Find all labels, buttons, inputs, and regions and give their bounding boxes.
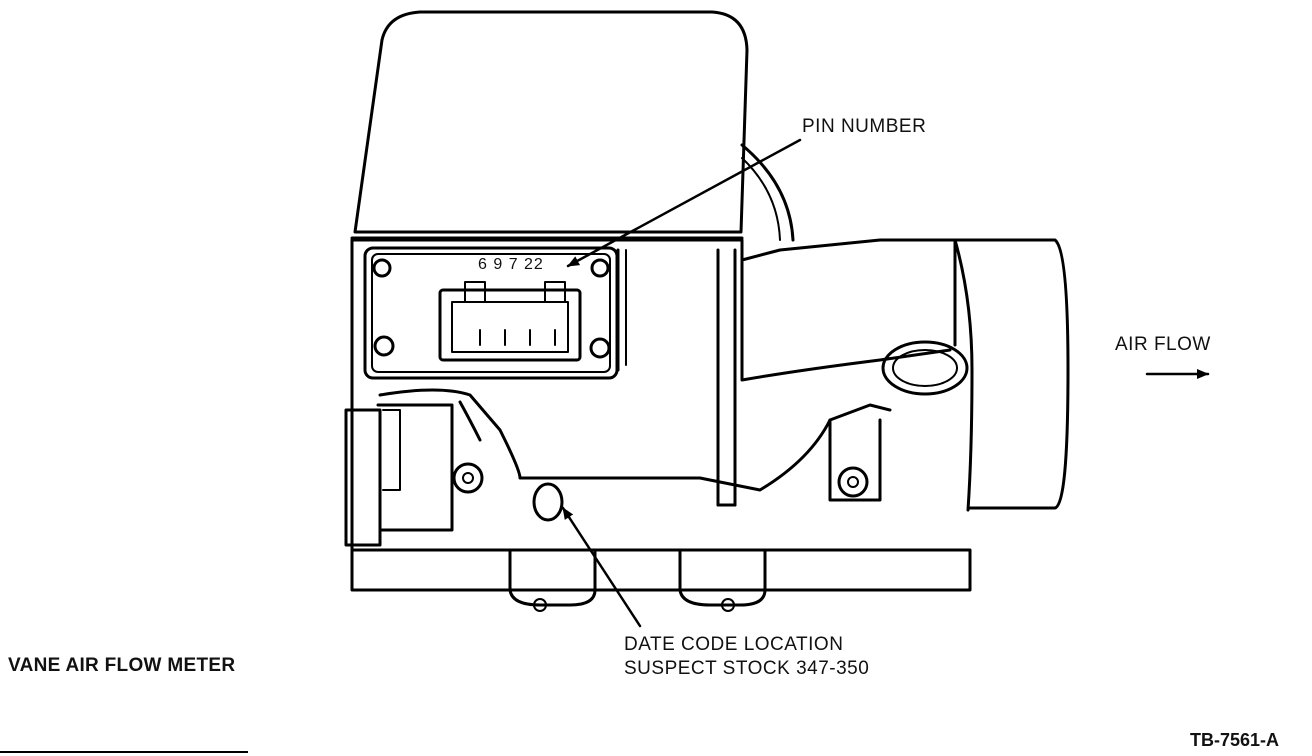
base-ridges [378, 388, 892, 502]
pin-number-label: PIN NUMBER [802, 116, 927, 137]
air-flow-label: AIR FLOW [1115, 334, 1211, 355]
date-code-label-line2: SUSPECT STOCK 347-350 [624, 658, 870, 679]
figure-id: TB-7561-A [1190, 730, 1280, 750]
mounting-boss [881, 340, 969, 396]
connector-panel [363, 246, 627, 380]
outlet-cylinder [953, 238, 1070, 512]
top-cover [350, 10, 749, 240]
figure-caption: VANE AIR FLOW METER [8, 655, 236, 676]
main-housing [350, 238, 972, 592]
left-block [344, 403, 454, 547]
date-code-leader [561, 506, 642, 628]
bottom-rule [0, 751, 248, 753]
date-code-oval [532, 482, 564, 522]
pin-number-leader [566, 138, 802, 268]
side-hose [740, 143, 795, 242]
date-code-label-line1: DATE CODE LOCATION [624, 634, 844, 655]
part-number-stamp: 6 9 7 22 [478, 256, 544, 273]
bottom-feet [508, 548, 767, 612]
vertical-post [716, 248, 737, 507]
